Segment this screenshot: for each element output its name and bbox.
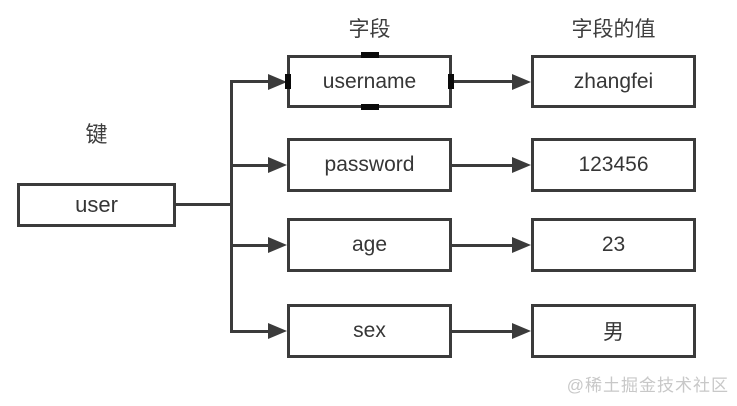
arrowhead-icon bbox=[512, 237, 531, 253]
arrowhead-icon bbox=[512, 157, 531, 173]
field-box-username: username bbox=[287, 55, 452, 108]
field-to-value-line bbox=[450, 330, 513, 333]
field-column-header: 字段 bbox=[348, 18, 391, 41]
arrowhead-icon bbox=[512, 323, 531, 339]
arrowhead-icon bbox=[268, 157, 287, 173]
key-node-box: user bbox=[17, 183, 176, 227]
watermark-text: @稀土掘金技术社区 bbox=[566, 376, 729, 395]
field-box-sex: sex bbox=[287, 304, 452, 358]
value-label: zhangfei bbox=[573, 69, 654, 93]
field-label: sex bbox=[353, 319, 386, 342]
branch-line bbox=[230, 244, 270, 247]
arrowhead-icon bbox=[268, 74, 287, 90]
arrowhead-icon bbox=[268, 237, 287, 253]
field-label: password bbox=[324, 153, 415, 176]
anchor-mark bbox=[361, 52, 379, 58]
key-connector-line bbox=[173, 203, 232, 206]
value-box-23: 23 bbox=[531, 218, 696, 272]
field-label: age bbox=[351, 233, 388, 256]
key-column-header: 键 bbox=[85, 122, 108, 147]
anchor-mark bbox=[361, 104, 379, 110]
field-to-value-line bbox=[450, 164, 513, 167]
value-box-123456: 123456 bbox=[531, 138, 696, 192]
anchor-mark bbox=[285, 74, 291, 89]
value-label: 23 bbox=[601, 233, 626, 256]
value-box-nan: 男 bbox=[531, 304, 696, 358]
branch-line bbox=[230, 330, 270, 333]
field-to-value-line bbox=[450, 244, 513, 247]
branch-line bbox=[230, 164, 270, 167]
branch-line bbox=[230, 80, 270, 83]
value-column-header: 字段的值 bbox=[571, 18, 656, 41]
field-box-age: age bbox=[287, 218, 452, 272]
value-label: 男 bbox=[603, 321, 624, 344]
arrowhead-icon bbox=[512, 74, 531, 90]
field-box-password: password bbox=[287, 138, 452, 192]
anchor-mark bbox=[448, 74, 454, 89]
field-label: username bbox=[322, 69, 417, 93]
field-to-value-line bbox=[450, 80, 513, 83]
key-node-label: user bbox=[75, 192, 118, 217]
value-box-zhangfei: zhangfei bbox=[531, 55, 696, 108]
value-label: 123456 bbox=[578, 153, 649, 176]
arrowhead-icon bbox=[268, 323, 287, 339]
trunk-connector-line bbox=[230, 80, 233, 333]
